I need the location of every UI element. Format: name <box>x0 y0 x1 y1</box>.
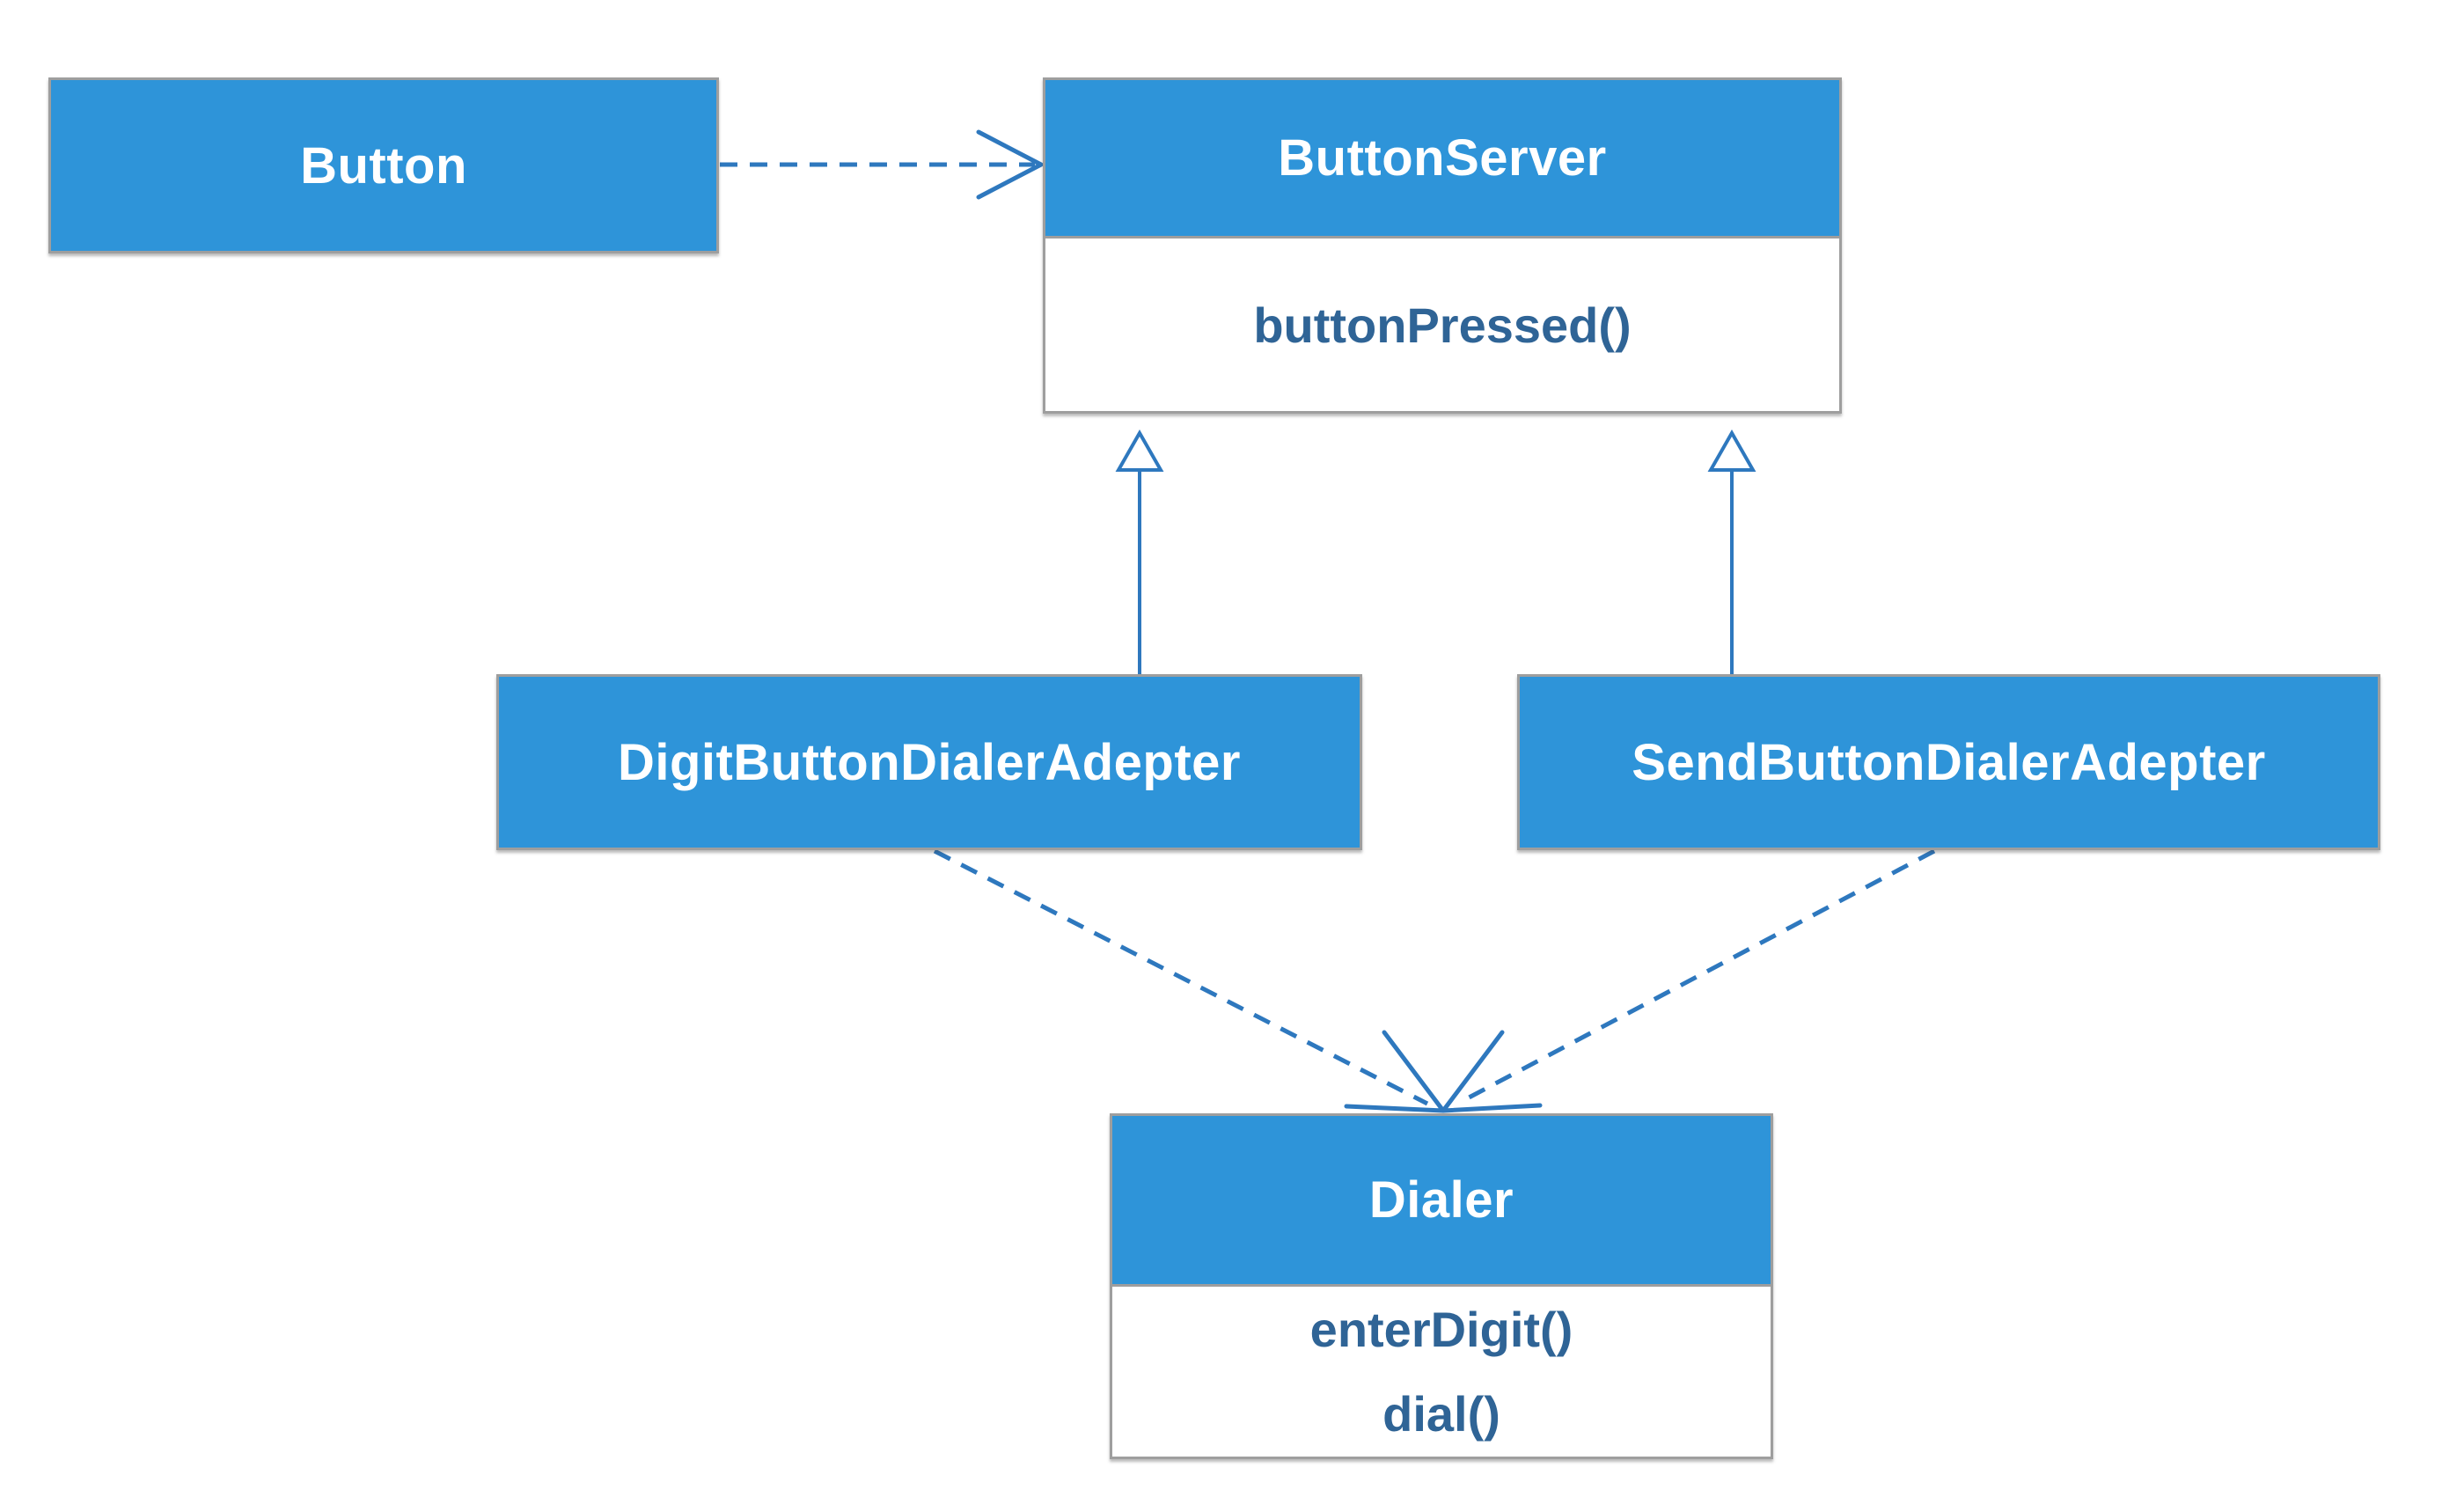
method-label: dial() <box>1382 1386 1500 1442</box>
class-box-send-adapter: SendButtonDialerAdepter <box>1517 674 2380 850</box>
dependency-arrow-digit-to-dialer <box>933 848 1446 1113</box>
class-box-dialer: Dialer enterDigit() dial() <box>1110 1113 1773 1459</box>
class-box-button: Button <box>48 77 719 253</box>
class-box-digit-adapter: DigitButtonDialerAdepter <box>496 674 1362 850</box>
class-name: SendButtonDialerAdepter <box>1520 677 2378 848</box>
class-methods: buttonPressed() <box>1045 239 1839 411</box>
class-name: Dialer <box>1112 1116 1771 1287</box>
method-label: enterDigit() <box>1309 1301 1573 1357</box>
class-methods: enterDigit() dial() <box>1112 1287 1771 1457</box>
dependency-arrow-send-to-dialer <box>1441 848 1936 1113</box>
class-box-buttonserver: ButtonServer buttonPressed() <box>1043 77 1842 414</box>
inheritance-arrow-digit-to-buttonserver <box>1115 429 1164 674</box>
class-name: ButtonServer <box>1045 80 1839 239</box>
class-name: Button <box>51 80 716 251</box>
method-label: buttonPressed() <box>1253 297 1632 353</box>
dependency-arrow-button-to-buttonserver <box>720 129 1044 200</box>
inheritance-arrow-send-to-buttonserver <box>1707 429 1756 674</box>
class-name: DigitButtonDialerAdepter <box>499 677 1360 848</box>
